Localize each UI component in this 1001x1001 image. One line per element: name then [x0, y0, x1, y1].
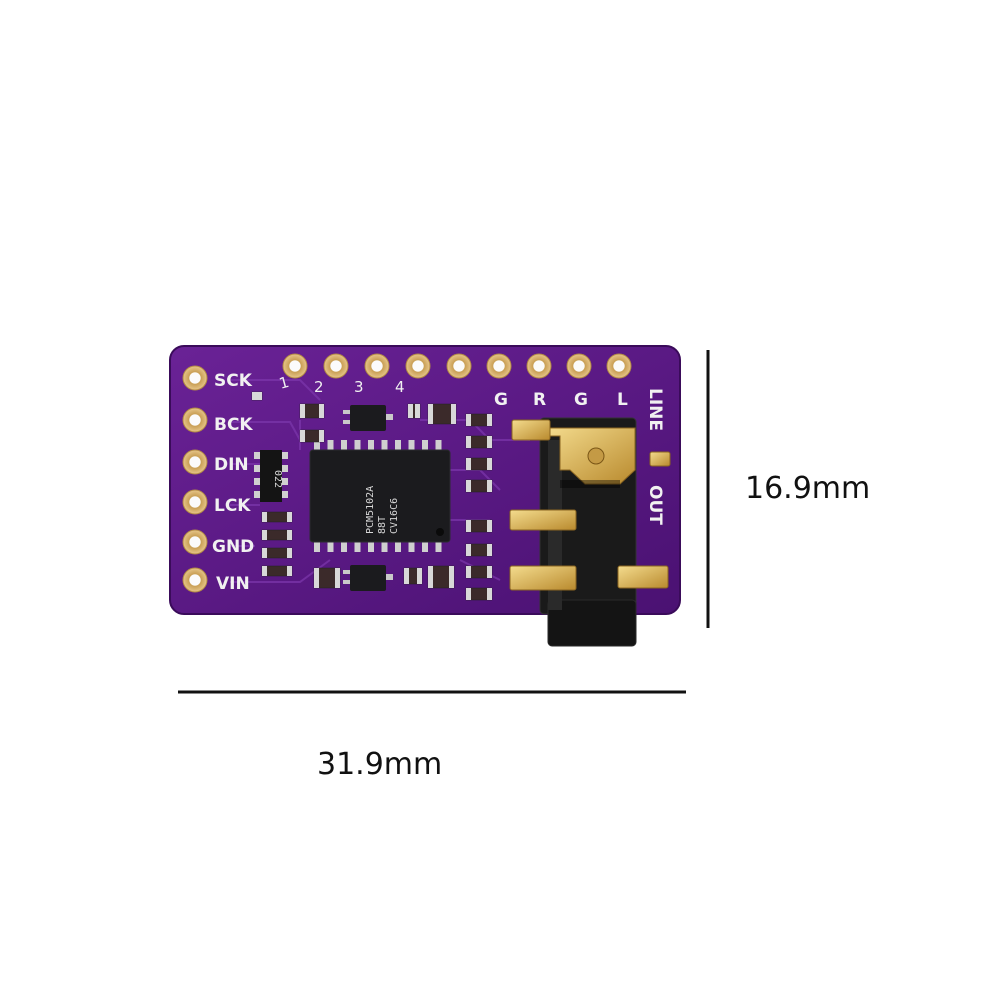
smd-part-2 — [299, 429, 325, 443]
audio-pin-label-l: L — [617, 390, 628, 410]
smd-part-13 — [261, 511, 293, 523]
chip-marking-2: 88T — [377, 516, 388, 534]
pin-label-lck: LCK — [214, 496, 251, 516]
pin-label-vin: VIN — [216, 574, 250, 594]
pin-label-bck: BCK — [214, 415, 253, 435]
top-pad-1 — [282, 353, 308, 379]
top-number-2: 2 — [314, 378, 324, 396]
audio-pin-label-g2: G — [574, 390, 588, 410]
chip-pin — [327, 540, 334, 552]
smd-part-5 — [465, 413, 493, 427]
smd-part-12 — [465, 587, 493, 601]
chip-pin — [341, 540, 347, 552]
chip-pin — [435, 540, 442, 552]
chip-pin — [314, 540, 320, 552]
height-dimension-label: 16.9mm — [745, 471, 871, 506]
dac-chip: PCM5102A 88T CV16C6 — [309, 440, 451, 552]
smd-part-14 — [261, 529, 293, 541]
pin-label-sck: SCK — [214, 371, 253, 391]
top-pad-7 — [526, 353, 552, 379]
chip-pin — [327, 440, 334, 452]
resistor-array: 022 — [254, 450, 288, 502]
smd-components — [251, 391, 493, 601]
chip-pins-top — [314, 440, 442, 452]
left-header-pads — [182, 365, 208, 593]
chip-pin — [422, 540, 428, 552]
chip-pin — [435, 440, 442, 452]
smd-part-15 — [261, 547, 293, 559]
chip-pin — [341, 440, 347, 452]
left-pad-1 — [182, 365, 208, 391]
chip-pin — [314, 440, 320, 452]
audio-pin-label-g1: G — [494, 390, 508, 410]
chip-body — [309, 449, 451, 543]
smd-part-17 — [313, 567, 341, 589]
chip-pin — [354, 540, 361, 552]
top-pad-6 — [486, 353, 512, 379]
chip-pin — [368, 440, 374, 452]
left-pad-4 — [182, 489, 208, 515]
resistor-marking: 022 — [272, 470, 283, 488]
chip-pin — [395, 440, 401, 452]
smd-part-7 — [465, 457, 493, 471]
audio-pin-labels: G R G L — [494, 390, 628, 410]
top-number-labels: 1 2 3 4 — [277, 373, 404, 396]
left-pin-labels: SCK BCK DIN LCK GND VIN — [212, 371, 254, 594]
chip-marking-1: PCM5102A — [365, 486, 376, 534]
smd-part-11 — [465, 565, 493, 579]
top-pad-4 — [405, 353, 431, 379]
audio-jack — [509, 417, 671, 647]
out-label: OUT — [645, 485, 665, 525]
top-pad-2 — [323, 353, 349, 379]
top-header-pads — [282, 353, 632, 379]
chip-pin — [381, 440, 388, 452]
chip-pin1-dot — [436, 528, 444, 536]
smd-part-1 — [299, 403, 325, 419]
chip-pin — [422, 440, 428, 452]
top-number-4: 4 — [395, 378, 405, 396]
width-dimension-label: 31.9mm — [317, 747, 443, 782]
regulator-chip-top — [343, 405, 393, 431]
left-pad-6 — [182, 567, 208, 593]
top-pad-3 — [364, 353, 390, 379]
smd-part-6 — [465, 435, 493, 449]
chip-pin — [395, 540, 401, 552]
pin-label-din: DIN — [214, 455, 249, 475]
audio-pin-label-r: R — [533, 390, 546, 410]
smd-part-9 — [465, 519, 493, 533]
left-pad-3 — [182, 449, 208, 475]
chip-pin — [408, 540, 415, 552]
smd-part-3 — [427, 403, 457, 425]
chip-pin — [354, 440, 361, 452]
left-pad-2 — [182, 407, 208, 433]
line-out-label: LINE OUT — [645, 388, 665, 525]
chip-pins-bottom — [314, 540, 442, 552]
line-label: LINE — [645, 388, 665, 431]
top-pad-9 — [606, 353, 632, 379]
top-number-3: 3 — [354, 378, 364, 396]
chip-pin — [381, 540, 388, 552]
smd-part-16 — [261, 565, 293, 577]
smd-part-19 — [427, 565, 455, 589]
regulator-chip-bottom — [343, 565, 393, 591]
smd-part-4 — [407, 403, 421, 419]
top-number-1: 1 — [277, 373, 291, 393]
smd-part-10 — [465, 543, 493, 557]
chip-pin — [408, 440, 415, 452]
chip-pin — [368, 540, 374, 552]
smd-part-18 — [403, 567, 423, 585]
jack-barrel — [547, 599, 637, 647]
chip-marking-3: CV16C6 — [389, 498, 400, 534]
top-pad-5 — [446, 353, 472, 379]
smd-part-20 — [251, 391, 263, 401]
left-pad-5 — [182, 529, 208, 555]
smd-part-8 — [465, 479, 493, 493]
top-pad-8 — [566, 353, 592, 379]
pin-label-gnd: GND — [212, 537, 254, 557]
